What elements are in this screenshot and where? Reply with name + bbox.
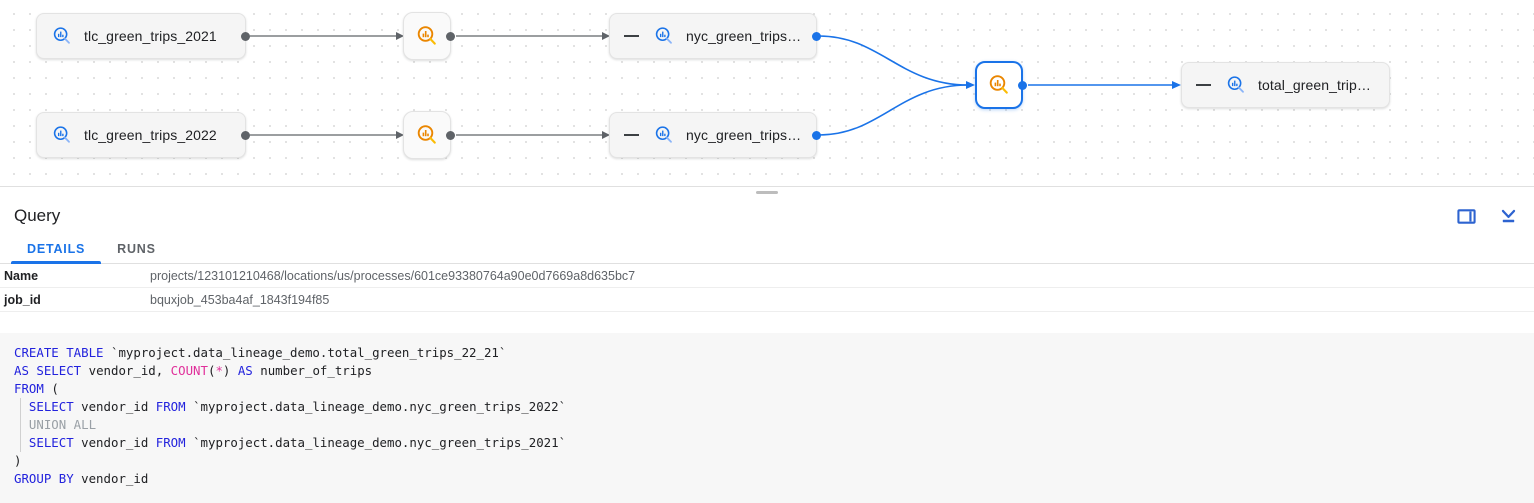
collapse-dash-icon[interactable] [1196, 84, 1211, 86]
lineage-node-total-green-trips[interactable]: total_green_trip… [1181, 62, 1390, 108]
table-search-icon [51, 124, 73, 146]
code-token: * [215, 363, 223, 378]
detail-key: job_id [4, 292, 41, 307]
lineage-node-nyc-green-trips-2022[interactable]: nyc_green_trips… [609, 112, 821, 158]
node-output-port[interactable] [446, 131, 455, 140]
code-token: AS SELECT [14, 363, 89, 378]
tab-runs[interactable]: RUNS [117, 242, 156, 256]
code-token: vendor_id [81, 435, 156, 450]
code-token: GROUP BY [14, 471, 82, 486]
code-token: SELECT [28, 399, 82, 414]
code-token: vendor_id, [88, 363, 171, 378]
panel-resize-handle[interactable] [0, 186, 1534, 196]
table-search-icon [51, 25, 73, 47]
node-output-port[interactable] [812, 131, 821, 140]
node-output-port[interactable] [446, 32, 455, 41]
code-token: `myproject.data_lineage_demo.nyc_green_t… [193, 399, 567, 414]
table-row: Name projects/123101210468/locations/us/… [0, 264, 1534, 288]
collapse-dash-icon[interactable] [624, 134, 639, 136]
table-search-icon [1225, 74, 1247, 96]
code-token: vendor_id [81, 399, 156, 414]
lineage-canvas[interactable]: tlc_green_trips_2021 tlc_green_trips_202… [0, 0, 1534, 186]
code-token: FROM [155, 399, 194, 414]
tab-details[interactable]: DETAILS [11, 242, 102, 264]
node-output-port[interactable] [241, 131, 250, 140]
code-token: CREATE TABLE [14, 345, 111, 360]
detail-key: Name [4, 268, 39, 283]
indent-guide [20, 398, 21, 452]
lineage-node-label: tlc_green_trips_2021 [84, 28, 217, 44]
lineage-node-label: nyc_green_trips… [686, 28, 802, 44]
lineage-node-process-1[interactable] [403, 12, 455, 60]
sql-code-block[interactable]: CREATE TABLE `myproject.data_lineage_dem… [0, 333, 1534, 503]
lineage-node-label: tlc_green_trips_2022 [84, 127, 217, 143]
code-token: SELECT [28, 435, 82, 450]
lineage-node-label: nyc_green_trips… [686, 127, 802, 143]
panel-header-actions [1454, 204, 1520, 228]
lineage-node-nyc-green-trips-2021[interactable]: nyc_green_trips… [609, 13, 821, 59]
table-search-icon [653, 25, 675, 47]
code-token [14, 399, 29, 414]
code-token: `myproject.data_lineage_demo.nyc_green_t… [193, 435, 567, 450]
code-token: vendor_id [81, 471, 149, 486]
process-search-icon [987, 73, 1011, 97]
code-token: COUNT [170, 363, 208, 378]
node-output-port[interactable] [812, 32, 821, 41]
process-search-icon [415, 123, 439, 147]
query-panel-header: Query [0, 196, 1534, 236]
lineage-node-process-2[interactable] [403, 111, 455, 159]
code-token: UNION ALL [14, 417, 97, 432]
detail-value[interactable]: bquxjob_453ba4af_1843f194f85 [150, 292, 330, 307]
node-output-port[interactable] [241, 32, 250, 41]
collapse-down-icon[interactable] [1496, 204, 1520, 228]
code-token: AS [237, 363, 261, 378]
lineage-node-process-selected[interactable] [975, 61, 1027, 109]
code-token: ) [14, 453, 22, 468]
code-token: ( [51, 381, 59, 396]
table-row: job_id bquxjob_453ba4af_1843f194f85 [0, 288, 1534, 312]
lineage-node-tlc-green-trips-2022[interactable]: tlc_green_trips_2022 [36, 112, 250, 158]
code-token: ( [207, 363, 216, 378]
table-search-icon [653, 124, 675, 146]
resize-grip-icon [756, 191, 778, 194]
code-token: FROM [14, 381, 52, 396]
lineage-node-tlc-green-trips-2021[interactable]: tlc_green_trips_2021 [36, 13, 250, 59]
code-token: ) [222, 363, 238, 378]
page-title: Query [14, 206, 61, 225]
split-pane-icon[interactable] [1454, 204, 1478, 228]
sql-code-text: CREATE TABLE `myproject.data_lineage_dem… [0, 344, 1534, 488]
code-token [14, 435, 29, 450]
query-panel: Query DETAILS RUNS [0, 196, 1534, 503]
details-table: Name projects/123101210468/locations/us/… [0, 264, 1534, 312]
collapse-dash-icon[interactable] [624, 35, 639, 37]
process-search-icon [415, 24, 439, 48]
detail-value[interactable]: projects/123101210468/locations/us/proce… [150, 268, 636, 283]
query-panel-tabs: DETAILS RUNS [0, 236, 1534, 264]
lineage-node-label: total_green_trip… [1258, 77, 1371, 93]
code-token: FROM [155, 435, 194, 450]
code-token: number_of_trips [260, 363, 373, 378]
code-token: `myproject.data_lineage_demo.total_green… [110, 345, 507, 360]
node-output-port[interactable] [1018, 81, 1027, 90]
